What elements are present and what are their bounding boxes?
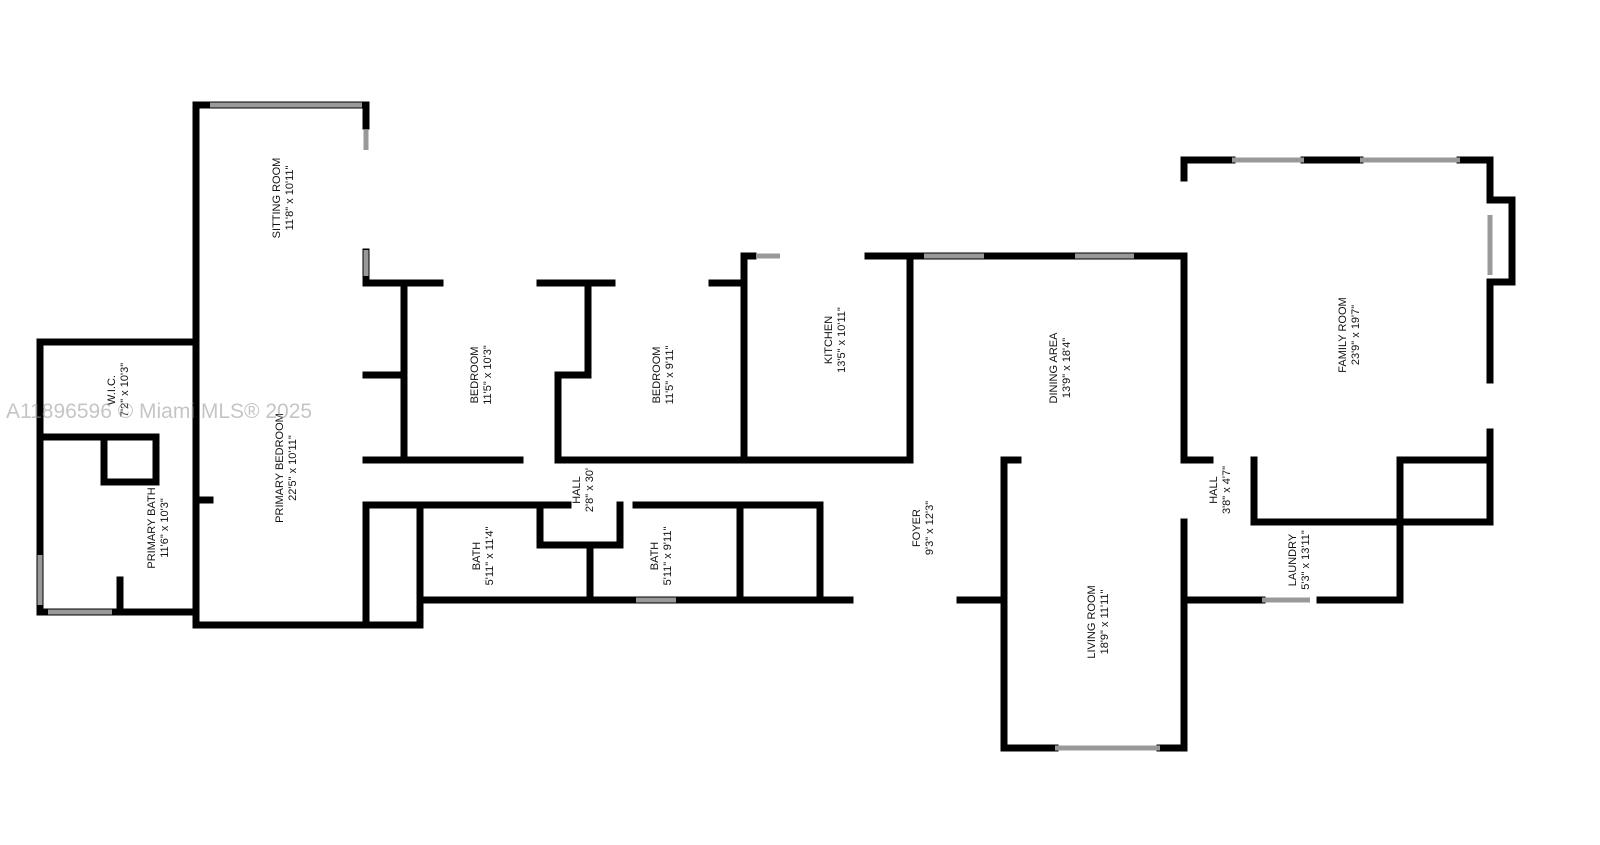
room-label-bath-1: BATH5'11" x 11'4"	[471, 527, 496, 586]
room-name: FAMILY ROOM	[1337, 297, 1349, 372]
room-name: SITTING ROOM	[271, 158, 283, 239]
room-name: LAUNDRY	[1287, 533, 1299, 586]
room-labels: SITTING ROOM11'8" x 10'11" W.I.C.7'2" x 1…	[106, 158, 1362, 659]
room-dims: 7'2" x 10'3"	[119, 363, 131, 417]
room-label-wic: W.I.C.7'2" x 10'3"	[106, 363, 131, 417]
room-dims: 5'11" x 9'11"	[662, 527, 674, 586]
room-name: BATH	[471, 542, 483, 571]
room-dims: 2'8" x 30'	[584, 468, 596, 512]
room-dims: 5'3" x 13'11"	[1300, 530, 1312, 590]
room-name: PRIMARY BATH	[146, 487, 158, 568]
room-label-dining-area: DINING AREA13'9" x 18'4"	[1048, 332, 1073, 404]
room-label-sitting-room: SITTING ROOM11'8" x 10'11"	[271, 158, 296, 239]
room-dims: 11'5" x 9'11"	[664, 346, 676, 405]
room-label-foyer: FOYER9'3" x 12'3"	[911, 501, 936, 555]
room-label-bath-2: BATH5'11" x 9'11"	[649, 527, 674, 586]
room-name: BEDROOM	[651, 347, 663, 404]
room-dims: 11'5" x 10'3"	[482, 345, 494, 405]
room-dims: 13'9" x 18'4"	[1061, 338, 1073, 398]
room-dims: 11'6" x 10'3"	[159, 498, 171, 558]
room-name: HALL	[571, 476, 583, 504]
room-name: KITCHEN	[823, 316, 835, 364]
room-label-hall-1: HALL2'8" x 30'	[571, 468, 596, 512]
room-name: BATH	[649, 542, 661, 571]
room-label-primary-bedroom: PRIMARY BEDROOM22'5" x 10'11"	[274, 413, 299, 523]
room-name: W.I.C.	[106, 375, 118, 405]
room-dims: 22'5" x 10'11"	[287, 435, 299, 501]
room-label-laundry: LAUNDRY5'3" x 13'11"	[1287, 530, 1312, 590]
walls	[36, 101, 1516, 752]
room-dims: 23'9" x 19'7"	[1350, 305, 1362, 365]
room-dims: 18'9" x 11'11"	[1099, 590, 1111, 655]
room-name: LIVING ROOM	[1086, 585, 1098, 658]
room-name: FOYER	[911, 509, 923, 547]
room-label-bedroom-2: BEDROOM11'5" x 9'11"	[651, 346, 676, 405]
room-name: HALL	[1208, 476, 1220, 504]
room-name: DINING AREA	[1048, 332, 1060, 404]
room-dims: 9'3" x 12'3"	[924, 501, 936, 555]
room-name: BEDROOM	[469, 347, 481, 404]
room-label-bedroom-1: BEDROOM11'5" x 10'3"	[469, 345, 494, 405]
room-dims: 5'11" x 11'4"	[484, 527, 496, 586]
windows	[37, 102, 1493, 751]
room-label-primary-bath: PRIMARY BATH11'6" x 10'3"	[146, 487, 171, 568]
room-dims: 3'8" x 4'7"	[1221, 466, 1233, 514]
room-dims: 13'5" x 10'11"	[836, 307, 848, 373]
room-dims: 11'8" x 10'11"	[284, 166, 296, 231]
mls-watermark: A11896596 © Miami MLS® 2025	[6, 400, 313, 423]
room-label-kitchen: KITCHEN13'5" x 10'11"	[823, 307, 848, 373]
room-label-family-room: FAMILY ROOM23'9" x 19'7"	[1337, 297, 1362, 372]
room-name: PRIMARY BEDROOM	[274, 413, 286, 523]
room-label-hall-2: HALL3'8" x 4'7"	[1208, 466, 1233, 514]
room-label-living-room: LIVING ROOM18'9" x 11'11"	[1086, 585, 1111, 658]
